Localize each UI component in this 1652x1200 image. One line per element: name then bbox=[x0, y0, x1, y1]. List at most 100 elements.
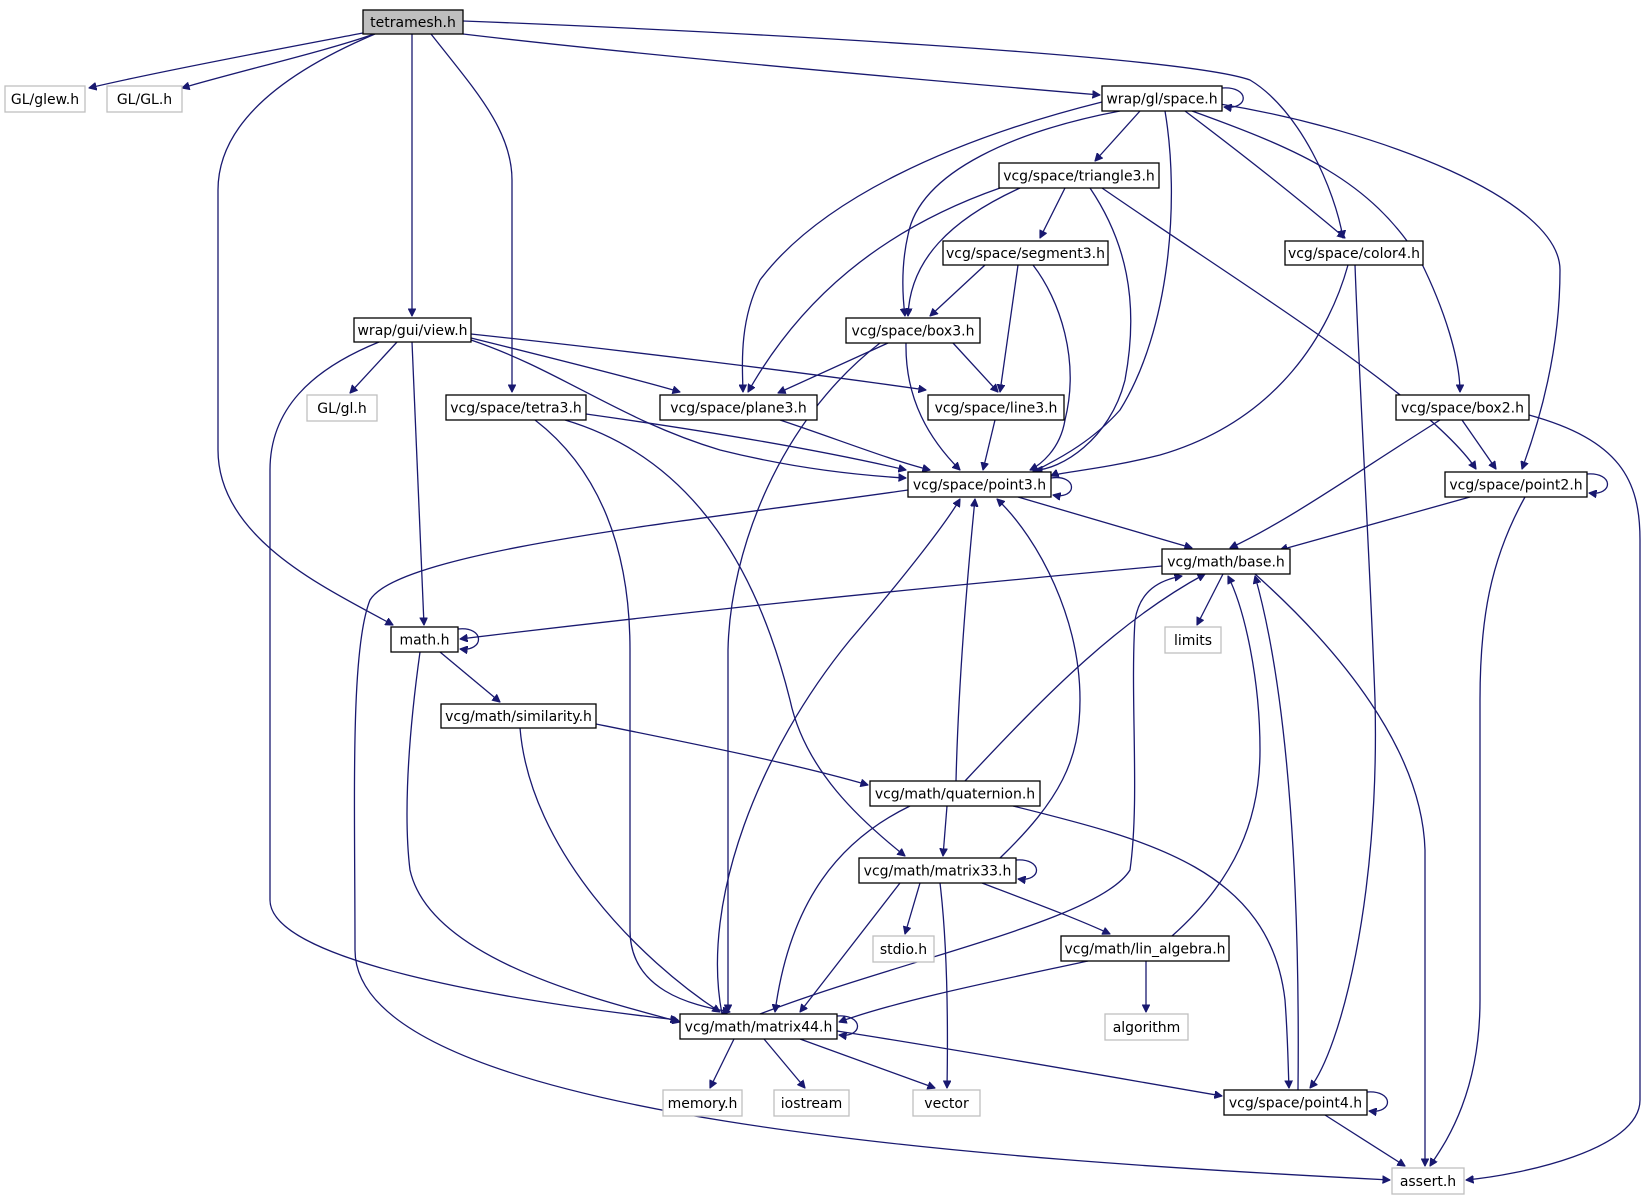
node-box bbox=[1395, 394, 1530, 421]
node-point4[interactable]: vcg/space/point4.h bbox=[1223, 1089, 1368, 1116]
node-label: vcg/space/box3.h bbox=[852, 324, 975, 340]
edge-matrix33-to-stdio bbox=[905, 882, 921, 934]
edge-box3-to-matrix44 bbox=[728, 342, 881, 1012]
edge-point3-to-base bbox=[1017, 496, 1192, 548]
edge-view-to-matrix44 bbox=[269, 341, 678, 1020]
edge-space-to-color4 bbox=[1184, 110, 1345, 238]
edge-matrix33-to-matrix33 bbox=[1015, 859, 1037, 879]
node-label: GL/gl.h bbox=[317, 401, 366, 417]
edge-view-to-point3 bbox=[470, 339, 906, 478]
edge-similarity-to-matrix44 bbox=[519, 727, 720, 1012]
node-box bbox=[306, 394, 378, 422]
edge-quaternion-to-matrix44 bbox=[775, 805, 911, 1012]
edge-math-to-matrix44 bbox=[406, 651, 680, 1022]
node-label: vcg/math/similarity.h bbox=[445, 709, 592, 725]
node-lin-algebra[interactable]: vcg/math/lin_algebra.h bbox=[1060, 935, 1230, 962]
node-label: vcg/space/point3.h bbox=[913, 478, 1046, 494]
node-box bbox=[1444, 471, 1588, 498]
node-box bbox=[1161, 548, 1291, 575]
node-box bbox=[1391, 1167, 1465, 1195]
edge-view-to-math bbox=[411, 341, 424, 625]
edge-quaternion-to-base bbox=[964, 574, 1205, 782]
edge-triangle3-to-plane3 bbox=[748, 187, 1001, 392]
edge-space-to-space bbox=[1221, 87, 1244, 107]
edge-tetramesh-to-math bbox=[217, 33, 393, 625]
edge-base-to-assert bbox=[1254, 573, 1425, 1166]
edge-point2-to-assert bbox=[1430, 496, 1526, 1166]
node-label: vcg/math/matrix44.h bbox=[685, 1020, 833, 1036]
node-plane3[interactable]: vcg/space/plane3.h bbox=[659, 394, 818, 421]
node-box bbox=[106, 85, 183, 113]
node-label: math.h bbox=[400, 633, 450, 649]
node-label: vcg/math/lin_algebra.h bbox=[1064, 942, 1225, 958]
edge-point2-to-base bbox=[1280, 496, 1471, 550]
edge-color4-to-point4 bbox=[1310, 264, 1377, 1088]
node-view[interactable]: wrap/gui/view.h bbox=[353, 317, 472, 343]
node-similarity[interactable]: vcg/math/similarity.h bbox=[440, 703, 597, 729]
node-space[interactable]: wrap/gl/space.h bbox=[1101, 85, 1223, 112]
edge-point3-to-point3 bbox=[1050, 477, 1072, 496]
node-quaternion[interactable]: vcg/math/quaternion.h bbox=[869, 780, 1041, 807]
edge-segment3-to-line3 bbox=[1000, 264, 1019, 392]
node-math[interactable]: math.h bbox=[390, 626, 459, 653]
node-label: assert.h bbox=[1400, 1174, 1456, 1190]
edge-space-to-plane3 bbox=[742, 101, 1103, 392]
node-label: vcg/space/line3.h bbox=[935, 401, 1058, 417]
edge-space-to-point2 bbox=[1219, 103, 1561, 469]
node-base[interactable]: vcg/math/base.h bbox=[1161, 548, 1291, 575]
edge-matrix44-to-iostream bbox=[763, 1038, 805, 1088]
node-color4[interactable]: vcg/space/color4.h bbox=[1284, 240, 1424, 266]
edge-quaternion-to-point3 bbox=[955, 499, 975, 782]
node-label: vcg/space/tetra3.h bbox=[450, 401, 582, 417]
node-box3[interactable]: vcg/space/box3.h bbox=[845, 317, 981, 344]
node-point3[interactable]: vcg/space/point3.h bbox=[907, 471, 1052, 498]
edge-point4-to-base bbox=[1255, 576, 1299, 1091]
node-box bbox=[4, 85, 86, 113]
edge-matrix44-to-matrix44 bbox=[836, 1015, 858, 1035]
edge-tetramesh-to-space bbox=[462, 33, 1100, 95]
edge-lin_algebra-to-base bbox=[1171, 576, 1261, 937]
node-label: limits bbox=[1174, 633, 1212, 649]
node-matrix44[interactable]: vcg/math/matrix44.h bbox=[679, 1013, 838, 1040]
edge-triangle3-to-box3 bbox=[908, 187, 1021, 316]
node-box bbox=[1164, 626, 1222, 654]
edge-box2-to-point2 bbox=[1461, 419, 1496, 469]
node-point2[interactable]: vcg/space/point2.h bbox=[1444, 471, 1588, 498]
node-label: vcg/space/plane3.h bbox=[670, 401, 806, 417]
node-algorithm: algorithm bbox=[1104, 1013, 1189, 1041]
node-segment3[interactable]: vcg/space/segment3.h bbox=[942, 240, 1109, 266]
edge-math-to-math bbox=[457, 628, 479, 649]
edge-view-to-gl bbox=[350, 341, 398, 393]
node-tetra3[interactable]: vcg/space/tetra3.h bbox=[445, 394, 587, 421]
node-triangle3[interactable]: vcg/space/triangle3.h bbox=[998, 162, 1160, 189]
node-label: memory.h bbox=[668, 1096, 738, 1112]
node-tetramesh[interactable]: tetramesh.h bbox=[362, 9, 464, 35]
node-assert: assert.h bbox=[1391, 1167, 1465, 1195]
node-box2[interactable]: vcg/space/box2.h bbox=[1395, 394, 1530, 421]
node-box bbox=[390, 626, 459, 653]
edges-layer bbox=[89, 20, 1641, 1180]
edge-box3-to-point3 bbox=[905, 342, 960, 470]
node-box bbox=[942, 240, 1109, 266]
node-matrix33[interactable]: vcg/math/matrix33.h bbox=[858, 857, 1017, 884]
node-iostream: iostream bbox=[773, 1089, 850, 1117]
node-box bbox=[1060, 935, 1230, 962]
node-label: GL/glew.h bbox=[11, 92, 79, 108]
edge-triangle3-to-point3 bbox=[1035, 187, 1132, 470]
edge-tetramesh-to-GL bbox=[182, 33, 375, 88]
edge-lin_algebra-to-matrix44 bbox=[839, 960, 1089, 1022]
edge-space-to-triangle3 bbox=[1095, 110, 1141, 161]
edge-matrix44-to-point4 bbox=[836, 1030, 1222, 1096]
edge-tetramesh-to-color4 bbox=[462, 20, 1343, 238]
edge-view-to-plane3 bbox=[470, 337, 680, 392]
edge-matrix33-to-point3 bbox=[997, 499, 1081, 859]
edge-line3-to-point3 bbox=[983, 419, 996, 470]
edge-quaternion-to-matrix33 bbox=[943, 805, 948, 856]
edge-tetra3-to-matrix44 bbox=[534, 419, 730, 1012]
node-line3[interactable]: vcg/space/line3.h bbox=[927, 394, 1065, 421]
edge-math-to-similarity bbox=[439, 651, 500, 702]
node-label: vcg/space/point2.h bbox=[1449, 478, 1582, 494]
node-box bbox=[773, 1089, 850, 1117]
edge-box2-to-base bbox=[1230, 419, 1441, 548]
